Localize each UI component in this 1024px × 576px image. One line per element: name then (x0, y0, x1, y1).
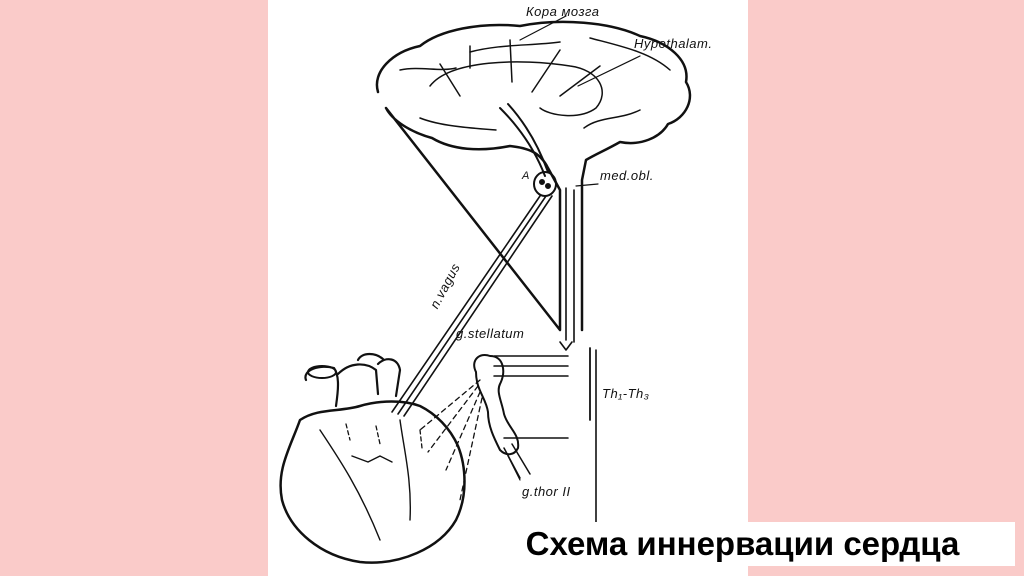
brain-gyri (399, 37, 671, 131)
figure-panel (268, 0, 748, 576)
brain-outline (375, 20, 692, 332)
vagus-fibers (391, 195, 553, 417)
label-stellate: g.stellatum (456, 326, 525, 341)
sympathetic-chain (473, 354, 520, 456)
leader-lines (507, 15, 641, 481)
label-cortex: Кора мозга (526, 4, 600, 19)
heart-outline (279, 400, 466, 564)
heart-vessels (319, 419, 412, 541)
nucleus-a (533, 171, 557, 197)
label-thoracic-segments: Th₁-Th₃ (602, 386, 650, 401)
label-hypothalamus: Hypothalam. (634, 36, 713, 51)
label-medulla: med.obl. (600, 168, 654, 183)
slide-caption: Схема иннервации сердца (470, 522, 1015, 566)
label-thoracic-ganglion: g.thor II (522, 484, 571, 499)
preganglionic-fibers (493, 355, 569, 439)
label-nucleus: A (522, 170, 530, 182)
cortex-arrows (439, 39, 601, 97)
postganglionic-fibers (419, 379, 483, 501)
descending-tract (499, 103, 549, 177)
spinal-cord (565, 187, 575, 343)
limbic-arc (429, 61, 603, 117)
aorta (304, 352, 402, 408)
